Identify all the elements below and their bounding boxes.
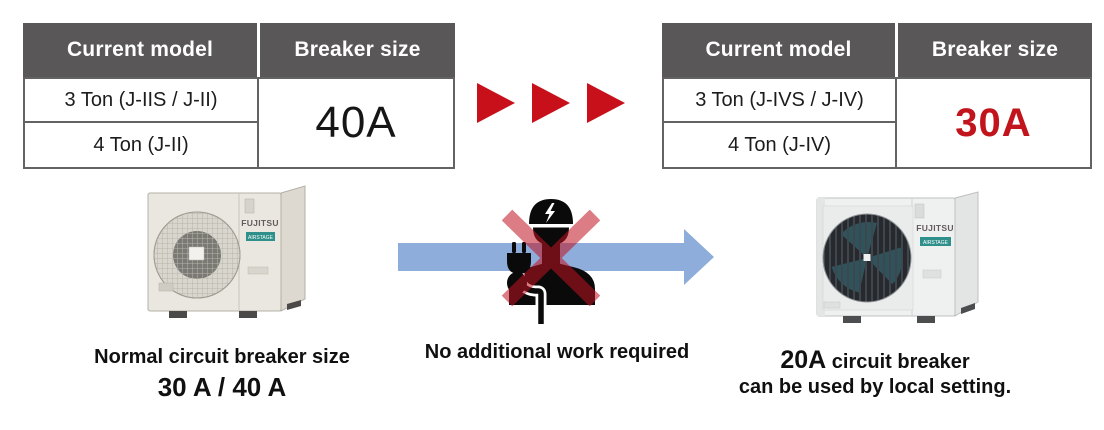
no-electrician-icon	[501, 199, 601, 324]
transition-arrows	[477, 83, 625, 123]
red-arrow-triangle-icon	[532, 83, 570, 123]
fan-center-label	[863, 254, 871, 261]
before-table-body: 3 Ton (J-IIS / J-II) 4 Ton (J-II) 40A	[23, 77, 455, 169]
side-slat-strip	[817, 198, 825, 316]
after-header-breaker-size: Breaker size	[898, 23, 1092, 77]
before-header-current-model: Current model	[23, 23, 257, 77]
caption-before: Normal circuit breaker size 30 A / 40 A	[57, 345, 387, 404]
vent-grille	[914, 203, 925, 219]
unit-foot	[287, 300, 301, 310]
unit-foot	[169, 311, 187, 318]
before-model-table: Current model Breaker size 3 Ton (J-IIS …	[23, 23, 455, 169]
brand-logo: FUJITSU	[916, 223, 954, 233]
lower-vent	[158, 282, 174, 292]
caption-before-line1: Normal circuit breaker size	[94, 346, 350, 368]
after-model-table: Current model Breaker size 3 Ton (J-IVS …	[662, 23, 1092, 169]
airstage-badge-label: AIRSTAGE	[923, 240, 949, 246]
after-table-body: 3 Ton (J-IVS / J-IV) 4 Ton (J-IV) 30A	[662, 77, 1092, 169]
red-arrow-triangle-icon	[587, 83, 625, 123]
unit-foot	[961, 303, 975, 314]
before-row-4ton: 4 Ton (J-II)	[25, 123, 259, 167]
before-breaker-value: 40A	[315, 98, 397, 147]
outdoor-unit-after-image: FUJITSU AIRSTAGE	[816, 191, 979, 323]
unit-foot	[843, 316, 861, 323]
caption-before-line2: 30 A / 40 A	[157, 372, 287, 402]
caption-middle-line1: No additional work required	[424, 341, 690, 363]
unit-side-panel	[280, 185, 306, 312]
lightning-bolt-icon	[545, 203, 555, 223]
spec-sticker	[922, 269, 942, 279]
after-breaker-value: 30A	[955, 100, 1032, 145]
before-table-header-row: Current model Breaker size	[23, 23, 455, 77]
caption-after-rest: circuit breaker	[826, 351, 970, 373]
caption-after-line2: can be used by local setting.	[738, 376, 1012, 398]
outdoor-unit-before-image: FUJITSU AIRSTAGE	[147, 185, 306, 318]
lower-sticker	[823, 301, 841, 309]
caption-after-amp: 20A	[780, 346, 827, 374]
airstage-badge-label: AIRSTAGE	[248, 235, 274, 241]
airstage-badge	[246, 232, 275, 241]
airstage-badge	[920, 237, 951, 246]
caption-middle: No additional work required	[407, 340, 707, 365]
hardhat-brim	[526, 224, 576, 228]
prohibition-x-icon	[501, 209, 601, 307]
plug-body	[507, 253, 531, 274]
fan-grille-ring	[822, 213, 912, 303]
fan-center-label	[188, 246, 205, 261]
after-row-3ton: 3 Ton (J-IVS / J-IV)	[664, 79, 897, 123]
plug-prong	[512, 242, 516, 253]
spec-sticker	[247, 266, 269, 275]
before-row-3ton: 3 Ton (J-IIS / J-II)	[25, 79, 259, 123]
brand-logo: FUJITSU	[241, 218, 279, 228]
unit-side-panel	[954, 191, 979, 317]
red-arrow-triangle-icon	[477, 83, 515, 123]
fan-grille-ring	[153, 211, 241, 299]
caption-after-line1: 20A circuit breaker	[710, 346, 1040, 375]
plug-prong	[522, 242, 526, 253]
unit-foot	[239, 311, 257, 318]
caption-after: 20A circuit breaker can be used by local…	[710, 346, 1040, 400]
after-header-current-model: Current model	[662, 23, 895, 77]
after-row-4ton: 4 Ton (J-IV)	[664, 123, 897, 167]
vent-grille	[244, 198, 255, 214]
before-header-breaker-size: Breaker size	[260, 23, 455, 77]
after-table-header-row: Current model Breaker size	[662, 23, 1092, 77]
unit-foot	[917, 316, 935, 323]
